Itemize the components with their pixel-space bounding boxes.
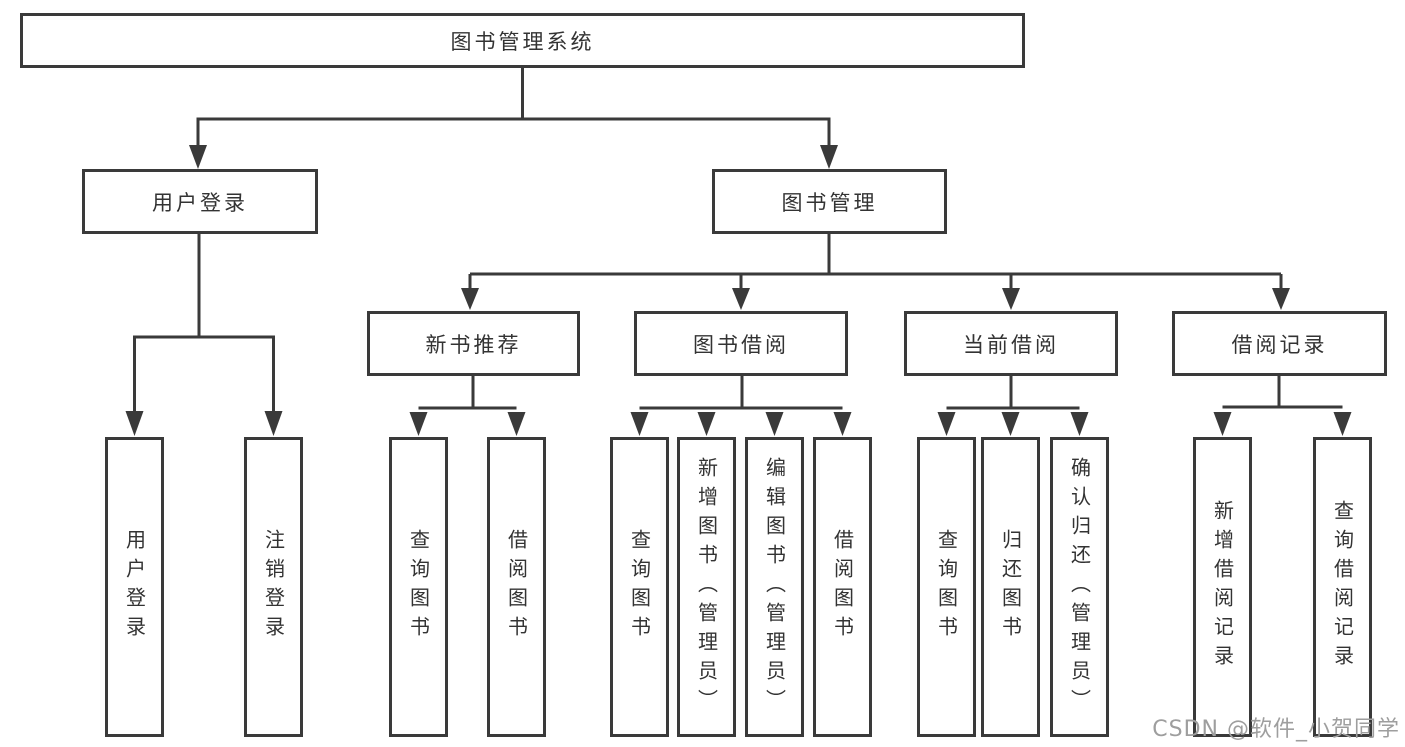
leaf-query-books-current: 查询图书 — [917, 437, 976, 737]
leaf-query-borrow-record-label: 查询借阅记录 — [1330, 500, 1355, 674]
leaf-confirm-return-admin-label: 确认归还（管理员） — [1067, 456, 1092, 718]
leaf-borrow-books-recommend: 借阅图书 — [487, 437, 546, 737]
leaf-add-book-admin: 新增图书（管理员） — [677, 437, 736, 737]
node-current-borrowing: 当前借阅 — [904, 311, 1118, 376]
arrowhead-icon — [1001, 412, 1020, 436]
arrowhead-icon — [732, 288, 750, 310]
arrowhead-icon — [820, 145, 838, 169]
node-root-label: 图书管理系统 — [450, 29, 595, 54]
leaf-user-login: 用户登录 — [105, 437, 164, 737]
leaf-query-borrow-record: 查询借阅记录 — [1313, 437, 1372, 737]
arrowhead-icon — [461, 288, 479, 310]
leaf-return-books: 归还图书 — [981, 437, 1040, 737]
arrowhead-icon — [1272, 288, 1290, 310]
node-book-management: 图书管理 — [712, 169, 947, 234]
node-root: 图书管理系统 — [20, 13, 1025, 68]
node-borrow-records: 借阅记录 — [1172, 311, 1387, 376]
arrowhead-icon — [507, 412, 526, 436]
node-book-management-label: 图书管理 — [781, 190, 878, 215]
arrowhead-icon — [1002, 288, 1020, 310]
arrowhead-icon — [630, 412, 649, 436]
leaf-borrow-books-borrowing-label: 借阅图书 — [830, 529, 855, 645]
node-new-book-recommend: 新书推荐 — [367, 311, 580, 376]
arrowhead-icon — [125, 411, 144, 436]
node-book-borrowing-label: 图书借阅 — [693, 332, 789, 357]
node-current-borrowing-label: 当前借阅 — [963, 332, 1059, 357]
leaf-logout: 注销登录 — [244, 437, 303, 737]
arrowhead-icon — [1333, 412, 1352, 436]
leaf-user-login-label: 用户登录 — [122, 529, 147, 645]
leaf-logout-label: 注销登录 — [261, 529, 286, 645]
leaf-add-book-admin-label: 新增图书（管理员） — [694, 456, 719, 718]
arrowhead-icon — [189, 145, 207, 169]
node-user-login-label: 用户登录 — [152, 190, 248, 215]
leaf-query-books-borrowing: 查询图书 — [610, 437, 669, 737]
node-book-borrowing: 图书借阅 — [634, 311, 848, 376]
leaf-add-borrow-record: 新增借阅记录 — [1193, 437, 1252, 737]
leaf-return-books-label: 归还图书 — [998, 529, 1023, 645]
leaf-query-books-current-label: 查询图书 — [934, 529, 959, 645]
arrowhead-icon — [1213, 412, 1232, 436]
arrowhead-icon — [264, 411, 283, 436]
node-borrow-records-label: 借阅记录 — [1231, 332, 1328, 357]
leaf-query-books-borrowing-label: 查询图书 — [627, 529, 652, 645]
leaf-edit-book-admin: 编辑图书（管理员） — [745, 437, 804, 737]
leaf-edit-book-admin-label: 编辑图书（管理员） — [762, 456, 787, 718]
leaf-borrow-books-borrowing: 借阅图书 — [813, 437, 872, 737]
leaf-query-books-recommend-label: 查询图书 — [406, 529, 431, 645]
arrowhead-icon — [1070, 412, 1089, 436]
arrowhead-icon — [765, 412, 784, 436]
node-new-book-recommend-label: 新书推荐 — [425, 332, 522, 357]
leaf-confirm-return-admin: 确认归还（管理员） — [1050, 437, 1109, 737]
leaf-add-borrow-record-label: 新增借阅记录 — [1210, 500, 1235, 674]
arrowhead-icon — [697, 412, 716, 436]
leaf-query-books-recommend: 查询图书 — [389, 437, 448, 737]
leaf-borrow-books-recommend-label: 借阅图书 — [504, 529, 529, 645]
csdn-watermark: CSDN @软件_小贺同学 — [1152, 717, 1400, 742]
connector-line — [133, 68, 1343, 412]
arrowhead-icon — [833, 412, 852, 436]
node-user-login: 用户登录 — [82, 169, 318, 234]
arrowhead-icon — [409, 412, 428, 436]
arrowhead-icon — [937, 412, 956, 436]
